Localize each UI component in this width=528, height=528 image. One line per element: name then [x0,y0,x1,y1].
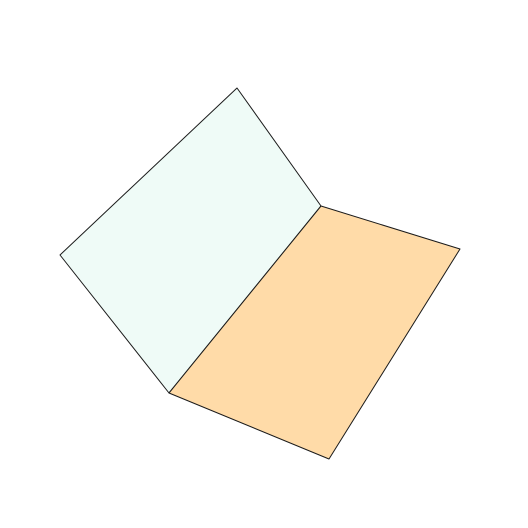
right-panel [168,205,461,460]
